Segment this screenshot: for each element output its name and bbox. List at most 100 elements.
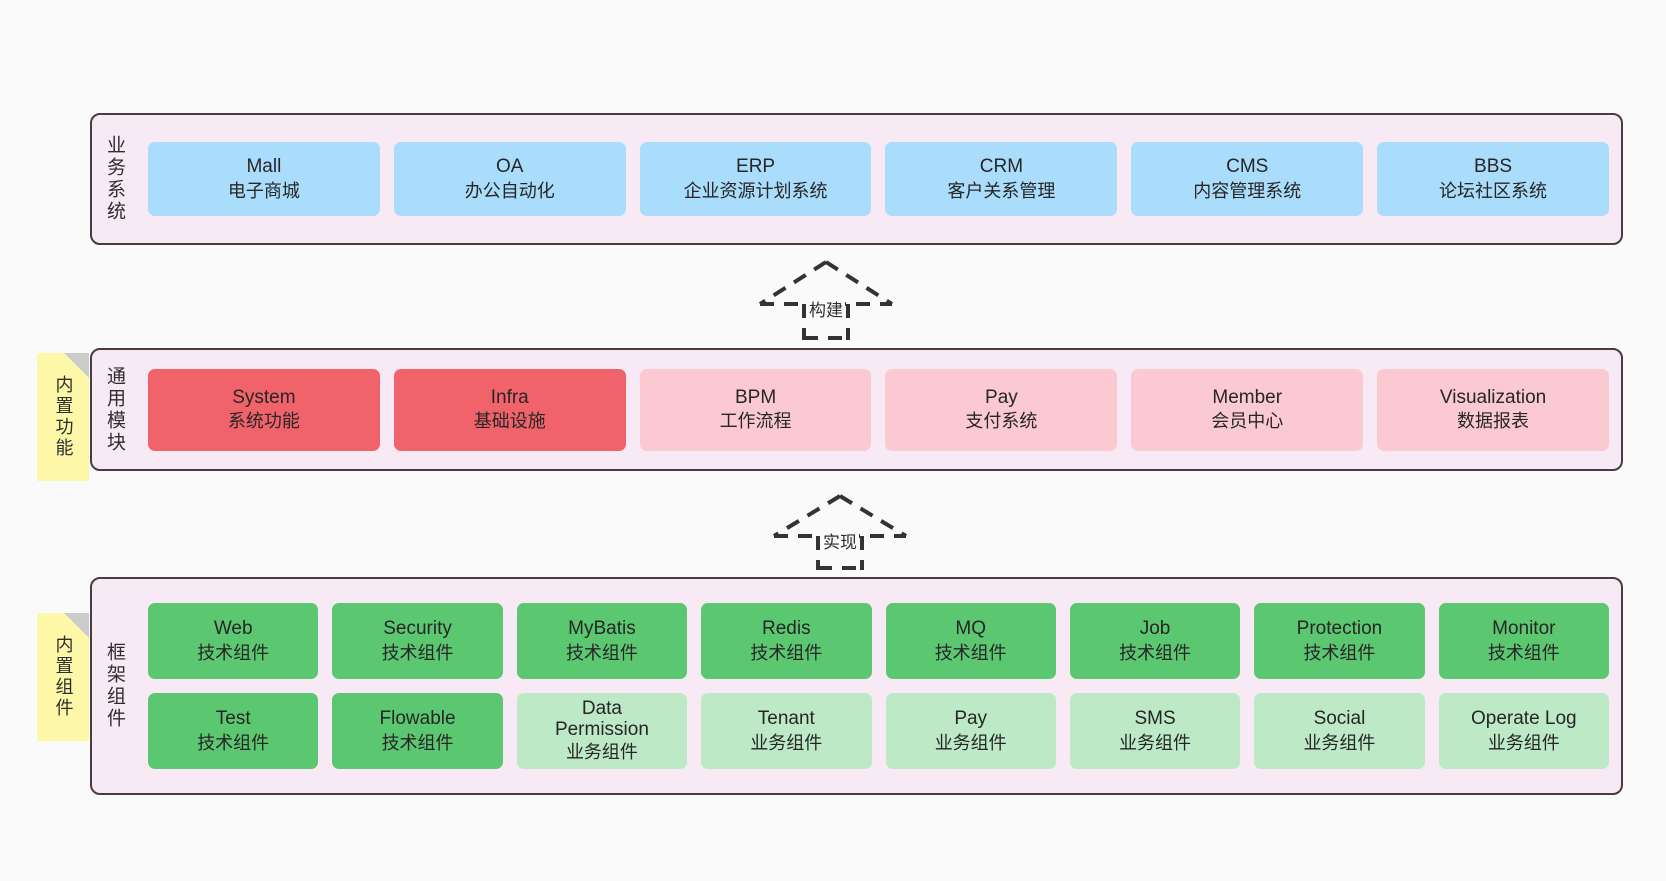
card-title-en: Pay xyxy=(985,386,1018,408)
card-web[interactable]: Web 技术组件 xyxy=(148,603,319,679)
card-title-en: Tenant xyxy=(757,708,815,730)
card-title-cn: 论坛社区系统 xyxy=(1439,180,1548,201)
layer-business-system: 业务系统 Mall 电子商城 OA 办公自动化 ERP 企业资源计划系统 CRM… xyxy=(90,113,1623,245)
card-oa[interactable]: OA 办公自动化 xyxy=(393,142,626,216)
card-title-en: Protection xyxy=(1296,618,1383,640)
card-member[interactable]: Member 会员中心 xyxy=(1131,368,1364,451)
card-title-cn: 数据报表 xyxy=(1457,411,1530,432)
card-title-en: CMS xyxy=(1226,156,1269,178)
card-social[interactable]: Social 业务组件 xyxy=(1254,693,1425,769)
card-visualization[interactable]: Visualization 数据报表 xyxy=(1377,368,1609,451)
card-title-en: Flowable xyxy=(379,708,456,730)
card-title-cn: 技术组件 xyxy=(197,642,270,663)
note-fold-corner-icon xyxy=(64,613,89,638)
card-title-en: Mall xyxy=(246,156,282,178)
card-title-en: Job xyxy=(1139,618,1171,640)
note-builtin-component: 内置组件 xyxy=(37,613,89,741)
card-title-cn: 技术组件 xyxy=(381,642,454,663)
card-sms[interactable]: SMS 业务组件 xyxy=(1069,693,1241,769)
card-title-cn: 业务组件 xyxy=(565,742,638,763)
card-title-en: Redis xyxy=(762,618,811,640)
card-title-cn: 内容管理系统 xyxy=(1193,180,1302,201)
card-title-cn: 支付系统 xyxy=(965,411,1038,432)
card-title-en: Security xyxy=(383,618,452,640)
card-title-cn: 业务组件 xyxy=(750,732,823,753)
card-title-en: Member xyxy=(1212,386,1283,408)
note-label: 内置组件 xyxy=(53,635,74,719)
connector-label-implement: 实现 xyxy=(821,528,859,553)
card-title-en: Data Permission xyxy=(554,697,649,741)
layer-body-business-system: Mall 电子商城 OA 办公自动化 ERP 企业资源计划系统 CRM 客户关系… xyxy=(136,115,1621,243)
card-infra[interactable]: Infra 基础设施 xyxy=(393,368,626,451)
card-title-cn: 办公自动化 xyxy=(464,180,555,201)
card-title-en: BPM xyxy=(734,386,777,408)
card-pay-module[interactable]: Pay 支付系统 xyxy=(885,368,1118,451)
card-title-en: ERP xyxy=(736,156,776,178)
card-title-cn: 技术组件 xyxy=(750,642,823,663)
card-redis[interactable]: Redis 技术组件 xyxy=(701,603,872,679)
note-builtin-function: 内置功能 xyxy=(37,353,89,481)
connector-implement: 实现 xyxy=(770,492,910,570)
card-row: Mall 电子商城 OA 办公自动化 ERP 企业资源计划系统 CRM 客户关系… xyxy=(148,142,1609,216)
card-title-en: Infra xyxy=(490,386,529,408)
card-bpm[interactable]: BPM 工作流程 xyxy=(639,368,872,451)
card-title-en: CRM xyxy=(979,156,1024,178)
card-title-cn: 技术组件 xyxy=(1487,642,1560,663)
card-title-cn: 会员中心 xyxy=(1211,411,1284,432)
layer-title-framework-component: 框架组件 xyxy=(103,642,125,730)
card-title-cn: 基础设施 xyxy=(473,411,546,432)
card-title-cn: 技术组件 xyxy=(197,732,270,753)
card-bbs[interactable]: BBS 论坛社区系统 xyxy=(1377,142,1609,216)
card-title-cn: 业务组件 xyxy=(934,732,1007,753)
card-operate-log[interactable]: Operate Log 业务组件 xyxy=(1438,693,1609,769)
card-title-cn: 工作流程 xyxy=(719,411,792,432)
card-title-cn: 业务组件 xyxy=(1487,732,1560,753)
layer-title-business-system: 业务系统 xyxy=(103,135,125,223)
card-title-cn: 技术组件 xyxy=(934,642,1007,663)
card-title-en: MyBatis xyxy=(568,618,636,640)
card-test[interactable]: Test 技术组件 xyxy=(148,693,319,769)
card-cms[interactable]: CMS 内容管理系统 xyxy=(1131,142,1364,216)
card-row: Web 技术组件 Security 技术组件 MyBatis 技术组件 Redi… xyxy=(148,603,1609,679)
card-monitor[interactable]: Monitor 技术组件 xyxy=(1438,603,1609,679)
card-system[interactable]: System 系统功能 xyxy=(148,368,380,451)
connector-label-build: 构建 xyxy=(807,296,845,321)
note-label: 内置功能 xyxy=(53,375,74,459)
card-mq[interactable]: MQ 技术组件 xyxy=(885,603,1056,679)
card-title-en: Operate Log xyxy=(1470,708,1577,730)
card-title-cn: 技术组件 xyxy=(381,732,454,753)
layer-body-framework-component: Web 技术组件 Security 技术组件 MyBatis 技术组件 Redi… xyxy=(136,579,1621,793)
card-flowable[interactable]: Flowable 技术组件 xyxy=(332,693,503,769)
card-title-en: BBS xyxy=(1474,156,1513,178)
card-title-en: Pay xyxy=(954,708,988,730)
card-title-en: Monitor xyxy=(1492,618,1556,640)
card-erp[interactable]: ERP 企业资源计划系统 xyxy=(639,142,872,216)
card-row: Test 技术组件 Flowable 技术组件 Data Permission … xyxy=(148,693,1609,769)
layer-common-module: 通用模块 System 系统功能 Infra 基础设施 BPM 工作流程 Pay… xyxy=(90,348,1623,471)
card-title-cn: 业务组件 xyxy=(1303,732,1376,753)
card-mybatis[interactable]: MyBatis 技术组件 xyxy=(516,603,688,679)
card-protection[interactable]: Protection 技术组件 xyxy=(1254,603,1425,679)
card-title-en: Web xyxy=(213,618,253,640)
card-title-cn: 企业资源计划系统 xyxy=(683,180,828,201)
layer-body-common-module: System 系统功能 Infra 基础设施 BPM 工作流程 Pay 支付系统… xyxy=(136,350,1621,469)
layer-framework-component: 框架组件 Web 技术组件 Security 技术组件 MyBatis 技术组件… xyxy=(90,577,1623,795)
card-tenant[interactable]: Tenant 业务组件 xyxy=(701,693,872,769)
card-row: System 系统功能 Infra 基础设施 BPM 工作流程 Pay 支付系统… xyxy=(148,368,1609,451)
card-title-cn: 电子商城 xyxy=(227,180,300,201)
card-title-en: Test xyxy=(215,708,251,730)
card-title-cn: 技术组件 xyxy=(1119,642,1192,663)
card-data-permission[interactable]: Data Permission 业务组件 xyxy=(516,693,688,769)
card-mall[interactable]: Mall 电子商城 xyxy=(148,142,380,216)
card-crm[interactable]: CRM 客户关系管理 xyxy=(885,142,1118,216)
card-title-en: System xyxy=(232,386,296,408)
card-title-en: SMS xyxy=(1134,708,1176,730)
card-security[interactable]: Security 技术组件 xyxy=(332,603,503,679)
card-title-cn: 客户关系管理 xyxy=(947,180,1056,201)
layer-title-common-module: 通用模块 xyxy=(103,365,125,454)
card-pay-component[interactable]: Pay 业务组件 xyxy=(885,693,1056,769)
note-fold-corner-icon xyxy=(64,353,89,378)
card-job[interactable]: Job 技术组件 xyxy=(1069,603,1241,679)
card-title-cn: 技术组件 xyxy=(1303,642,1376,663)
